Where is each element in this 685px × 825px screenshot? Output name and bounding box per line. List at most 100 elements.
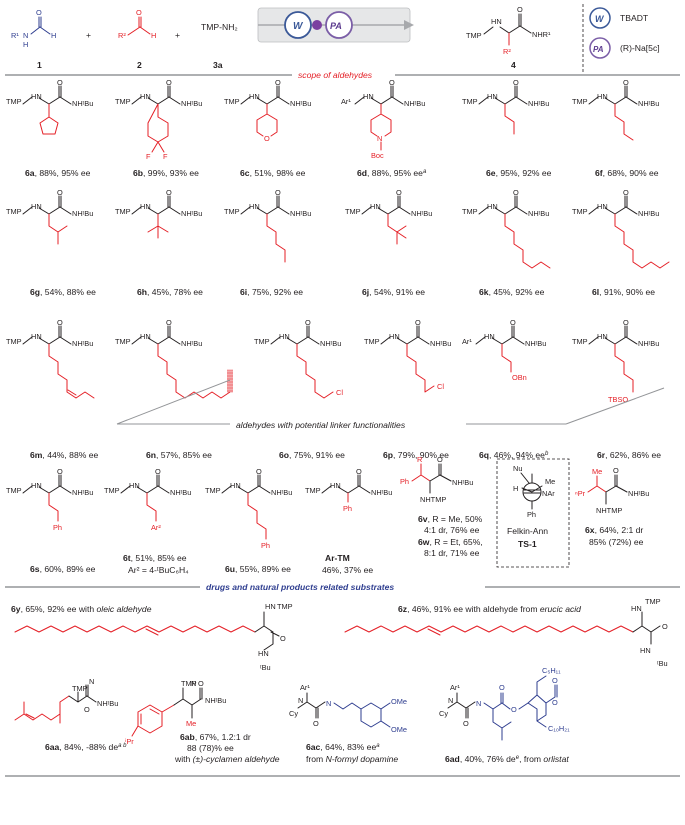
- nu: Nu: [513, 464, 522, 473]
- compound-6ad: Ar¹ N Cy O N O O C₅H₁₁ O O C₁₀H₂₁ 6ad, 4…: [439, 666, 570, 764]
- nhtbu: NHᵗBu: [638, 339, 659, 348]
- label-6q: 6q, 46%, 94% eeb: [479, 450, 549, 460]
- c5h11: C₅H₁₁: [542, 666, 561, 675]
- nh: N: [448, 696, 453, 705]
- tmp: TMP: [181, 679, 197, 688]
- tmp: TMP: [305, 486, 321, 495]
- o: O: [623, 78, 629, 87]
- tbu: ᵗBu: [657, 659, 668, 668]
- compound-2-label: 2: [137, 60, 142, 70]
- compound-6q: Ar¹ HN O NHᵗBu OBn 6q, 46%, 94% eeb: [462, 318, 549, 460]
- section-linker-label: aldehydes with potential linker function…: [236, 420, 406, 430]
- label-artm-line2: 46%, 37% ee: [322, 565, 373, 575]
- f2: F: [163, 152, 168, 161]
- nhtmp: NHTMP: [420, 495, 446, 504]
- tmp: TMP: [6, 486, 22, 495]
- ph: Ph: [400, 477, 409, 486]
- compound-6l: TMP HN O NHᵗBu 6l, 91%, 90% ee: [572, 188, 670, 297]
- nhtbu: NHᵗBu: [290, 209, 311, 218]
- nh: N: [298, 696, 303, 705]
- compound-6g: TMP HN O NHᵗBu 6g, 54%, 88% ee: [6, 188, 96, 297]
- label-6j: 6j, 54%, 91% ee: [362, 287, 425, 297]
- o-5: O: [552, 676, 558, 685]
- compound-6i: TMP HN O NHᵗBu 6i, 75%, 92% ee: [224, 188, 311, 297]
- nhtbu: NHᵗBu: [72, 99, 93, 108]
- catalyst-pa-icon: [325, 11, 353, 39]
- catalyst-pa-text: PA: [330, 21, 342, 31]
- reactant-formamide: R¹ N H O H 1: [11, 8, 56, 70]
- tmp: TMP: [104, 486, 120, 495]
- nhtbu: NHᵗBu: [205, 696, 226, 705]
- ph: Ph: [53, 523, 62, 532]
- nhtbu: NHᵗBu: [430, 339, 451, 348]
- nhtbu: NHᵗBu: [638, 99, 659, 108]
- compound-1-label: 1: [37, 60, 42, 70]
- hn: HN: [129, 481, 140, 490]
- f: F: [146, 152, 151, 161]
- cl: Cl: [437, 382, 444, 391]
- o: O: [437, 455, 443, 464]
- compound-6ab: ⁱPr TMP N O NHᵗBu Me 6ab, 67%, 1.2:1 dr …: [125, 679, 280, 764]
- label-6b: 6b, 99%, 93% ee: [133, 168, 199, 178]
- nhr1-label: NHR¹: [532, 30, 551, 39]
- label-6e: 6e, 95%, 92% ee: [486, 168, 552, 178]
- o-label: O: [36, 8, 42, 17]
- npr: ⁿPr: [575, 489, 586, 498]
- hn: HN: [631, 604, 642, 613]
- legend-pa-icon: PA: [593, 45, 604, 54]
- ts-name: Felkin-Ann: [507, 526, 548, 536]
- hn-2: HN: [640, 646, 651, 655]
- hn: HN: [279, 332, 290, 341]
- o: O: [510, 318, 516, 327]
- label-6aa: 6aa, 84%, -88% dea b: [45, 742, 127, 752]
- o-2: O: [499, 683, 505, 692]
- ts-label: TS-1: [518, 539, 537, 549]
- tmp: TMP: [572, 337, 588, 346]
- hn: HN: [249, 202, 260, 211]
- ar1: Ar¹: [462, 337, 472, 346]
- tmp: TMP: [115, 337, 131, 346]
- nhtbu: NHᵗBu: [271, 488, 292, 497]
- nhtbu: NHᵗBu: [411, 209, 432, 218]
- n: N: [377, 134, 382, 143]
- hn: HN: [370, 202, 381, 211]
- hn: HN: [597, 332, 608, 341]
- ar1: Ar¹: [341, 97, 351, 106]
- r: R: [417, 455, 422, 464]
- tmp: TMP: [205, 486, 221, 495]
- tmp: TMP: [6, 337, 22, 346]
- label-6a: 6a, 88%, 95% ee: [25, 168, 91, 178]
- o: O: [166, 78, 172, 87]
- reaction-arrow: W PA: [257, 7, 414, 43]
- compound-6o: TMP HN O NHᵗBu Cl 6o, 75%, 91% ee: [254, 318, 345, 460]
- ar1: Ar¹: [450, 683, 460, 692]
- product-4: TMP HN O NHR¹ R² 4: [466, 5, 551, 70]
- o: O: [275, 78, 281, 87]
- compound-3a-label: 3a: [213, 60, 223, 70]
- cy: Cy: [289, 709, 298, 718]
- section-aldehydes-label: scope of aldehydes: [298, 70, 373, 80]
- label-6ac: 6ac, 64%, 83% eea: [306, 742, 380, 752]
- tmp: TMP: [115, 207, 131, 216]
- cy: Cy: [439, 709, 448, 718]
- tmp-label: TMP: [466, 31, 482, 40]
- compound-6k: TMP HN O NHᵗBu 6k, 45%, 92% ee: [462, 188, 551, 297]
- ipr: ⁱPr: [125, 737, 134, 746]
- hn: HN: [31, 332, 42, 341]
- label-6w: 6w, R = Et, 65%,: [418, 537, 483, 547]
- tmp: TMP: [572, 207, 588, 216]
- nhtbu: NHᵗBu: [404, 99, 425, 108]
- label-6y: 6y, 65%, 92% ee with oleic aldehyde: [11, 604, 152, 614]
- label-6p: 6p, 79%, 90% ee: [383, 450, 449, 460]
- nhtbu: NHᵗBu: [371, 488, 392, 497]
- label-6d: 6d, 88%, 95% eea: [357, 168, 427, 178]
- compound-6a: TMP HN O NHᵗBu 6a, 88%, 95% ee: [6, 78, 93, 178]
- catalyst-w-icon: [284, 11, 312, 39]
- tmp: TMP: [224, 207, 240, 216]
- label-6r: 6r, 62%, 86% ee: [597, 450, 661, 460]
- tbu: ᵗBu: [260, 663, 271, 672]
- hn: HN: [140, 332, 151, 341]
- bulb-icon: [312, 20, 322, 30]
- label-6z: 6z, 46%, 91% ee with aldehyde from eruci…: [398, 604, 581, 614]
- compound-6p: TMP HN O NHᵗBu Cl 6p, 79%, 90% ee: [364, 318, 451, 460]
